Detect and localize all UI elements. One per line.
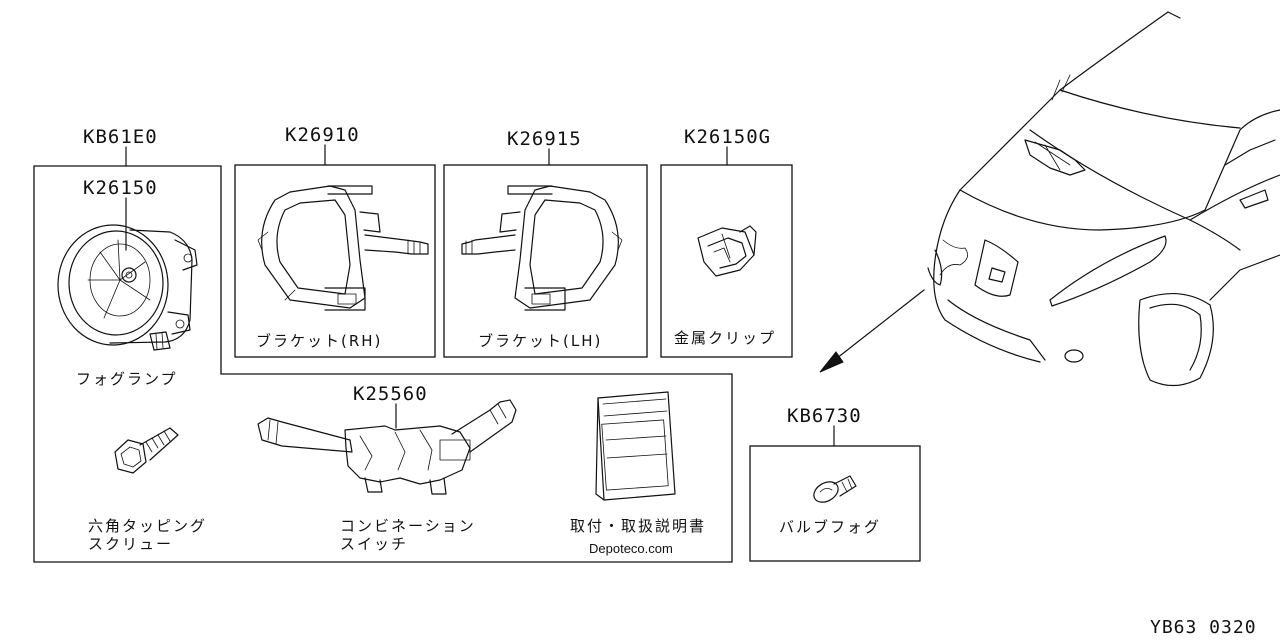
hex-screw-label-line2: スクリュー <box>88 535 173 553</box>
kit-part-number: KB61E0 <box>83 126 158 148</box>
bracket-rh-part-number: K26910 <box>285 124 360 146</box>
combo-switch-label-line2: スイッチ <box>340 535 408 553</box>
fog-lamp-label: フォグランプ <box>76 370 178 388</box>
fog-bulb-label: バルブフォグ <box>779 518 881 536</box>
bracket-rh-drawing <box>257 185 429 311</box>
bracket-rh-box <box>234 164 436 358</box>
metal-clip-drawing <box>697 225 757 277</box>
kit-outline-box <box>33 165 733 563</box>
fog-lamp-drawing <box>57 224 198 351</box>
pointer-arrow <box>819 289 925 373</box>
combo-switch-part-number: K25560 <box>353 383 428 405</box>
bracket-lh-drawing <box>461 185 623 311</box>
manual-drawing <box>595 391 676 501</box>
hex-screw-drawing <box>114 427 179 474</box>
fog-lamp-part-number: K26150 <box>83 177 158 199</box>
fog-bulb-box <box>749 445 921 562</box>
fog-bulb-drawing <box>813 475 857 503</box>
combo-switch-label-line1: コンビネーション <box>340 517 476 535</box>
metal-clip-box <box>660 164 793 358</box>
bracket-lh-label: ブラケット(LH) <box>478 332 602 350</box>
hex-screw-label-line1: 六角タッピング <box>88 517 207 535</box>
diagram-code: YB63 0320 <box>1150 617 1257 638</box>
fog-bulb-part-number: KB6730 <box>787 405 862 427</box>
watermark-text: Depoteco.com <box>589 541 673 556</box>
car-front-drawing <box>927 11 1280 387</box>
bracket-lh-box <box>443 164 648 358</box>
manual-label: 取付・取扱説明書 <box>570 517 706 535</box>
bracket-lh-part-number: K26915 <box>507 128 582 150</box>
metal-clip-label: 金属クリップ <box>674 329 776 347</box>
metal-clip-part-number: K26150G <box>684 126 771 148</box>
bracket-rh-label: ブラケット(RH) <box>256 332 382 350</box>
combo-switch-drawing <box>257 399 517 495</box>
